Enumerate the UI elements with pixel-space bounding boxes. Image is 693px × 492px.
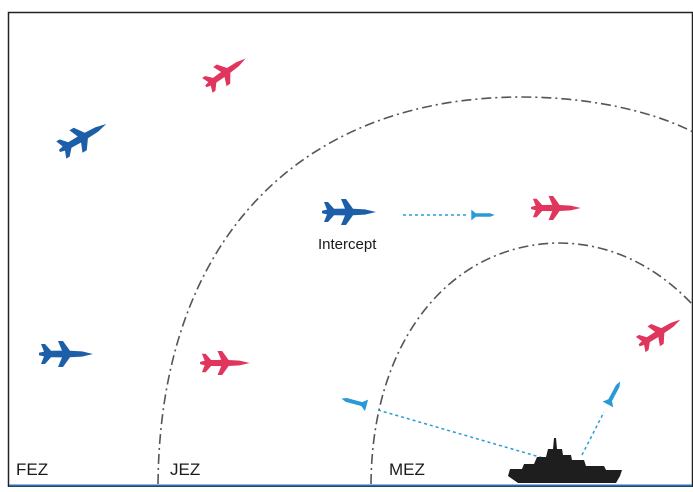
hostile-aircraft-east [632, 309, 687, 356]
jet-fighter-icon [632, 309, 687, 356]
missile-icon [471, 209, 495, 221]
hostile-aircraft-north [199, 48, 253, 97]
warship-icon [508, 438, 622, 483]
mez-label: MEZ [389, 460, 425, 479]
fez-label: FEZ [16, 460, 48, 479]
mez-boundary-arc [370, 242, 693, 485]
warship [508, 438, 622, 483]
missile-icon [602, 378, 626, 408]
jez-label: JEZ [170, 460, 200, 479]
jet-fighter-icon [39, 341, 93, 367]
jet-fighter-icon [200, 351, 250, 375]
jez-boundary-arc [157, 96, 693, 485]
missile-icon [339, 392, 369, 412]
jet-fighter-icon [531, 196, 581, 220]
ship-missile-trail-northeast [581, 411, 605, 456]
friendly-aircraft-intercept [322, 199, 376, 225]
intercept-label: Intercept [318, 236, 377, 253]
friendly-aircraft-northwest [52, 112, 113, 163]
hostile-aircraft-center [531, 196, 581, 220]
jet-fighter-icon [199, 48, 253, 97]
jet-fighter-icon [322, 199, 376, 225]
hostile-aircraft-jez [200, 351, 250, 375]
jet-fighter-icon [52, 112, 113, 163]
ship-missile-trail-west [377, 409, 551, 461]
friendly-aircraft-west [39, 341, 93, 367]
